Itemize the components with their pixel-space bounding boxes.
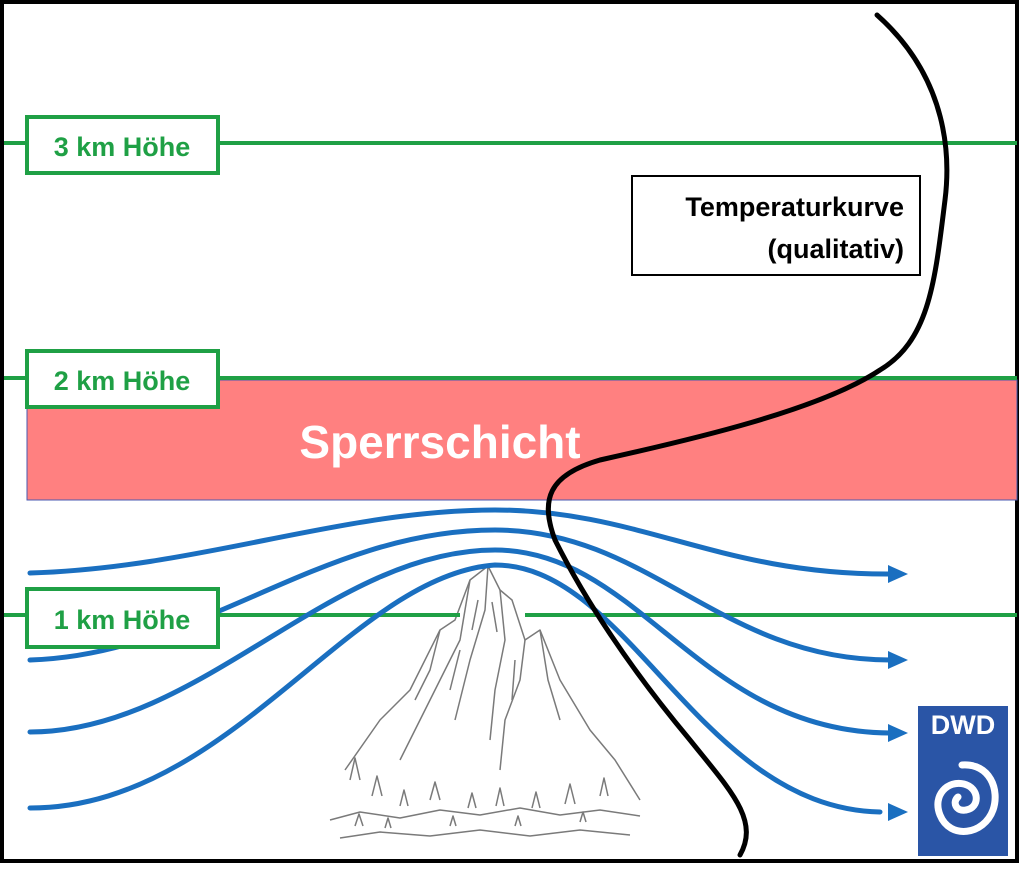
dwd-swirl-icon [934,761,999,835]
height-label-box-2km [25,349,220,409]
dwd-logo: DWD [918,706,1008,856]
flow-arrowheads [888,565,908,821]
temperature-label-line1: Temperaturkurve [685,192,904,222]
mountain-sketch [329,565,641,839]
flow-line-1 [27,507,893,577]
flow-arrowhead-4 [888,803,908,821]
flow-arrowhead-1 [888,565,908,583]
barrier-layer-label: Sperrschicht [299,416,580,468]
flow-arrowhead-2 [888,651,908,669]
flow-line-4 [27,562,883,815]
height-label-box-1km [25,587,220,649]
height-label-2km: 2 km Höhe [54,366,191,396]
height-label-3km: 3 km Höhe [54,132,191,162]
height-label-1km: 1 km Höhe [54,605,191,635]
dwd-logo-text: DWD [931,710,995,740]
flow-line-3 [27,547,893,736]
height-label-box-3km [25,115,220,175]
flow-arrowhead-3 [888,724,908,742]
temperature-label-line2: (qualitativ) [767,234,904,264]
temperature-label-box [631,175,921,276]
temperature-curve [545,12,950,858]
